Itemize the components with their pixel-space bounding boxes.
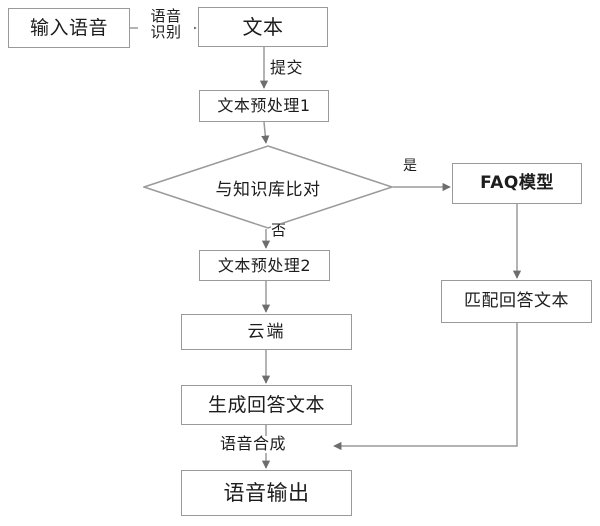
- node-text[interactable]: 文本: [198, 7, 328, 47]
- node-match-answer[interactable]: 匹配回答文本: [441, 280, 592, 323]
- edge-label-yes: 是: [403, 158, 418, 174]
- edge-label-speech-recognition: 语音 识别: [138, 7, 194, 41]
- node-input-voice[interactable]: 输入语音: [8, 8, 130, 48]
- node-preprocess-1-label: 文本预处理1: [217, 96, 311, 115]
- node-input-voice-label: 输入语音: [29, 16, 108, 39]
- node-text-label: 文本: [242, 15, 284, 39]
- node-voice-output-label: 语音输出: [223, 480, 310, 505]
- node-faq-model[interactable]: FAQ模型: [452, 163, 582, 204]
- edge-preprocess-1-to-compare: [261, 121, 270, 144]
- edge-label-speech-recognition-line1: 语音: [150, 7, 182, 25]
- edge-label-speech-recognition-line2: 识别: [150, 22, 182, 41]
- node-preprocess-1[interactable]: 文本预处理1: [199, 90, 329, 122]
- node-preprocess-2[interactable]: 文本预处理2: [199, 250, 330, 281]
- node-voice-output[interactable]: 语音输出: [181, 470, 352, 516]
- edge-match-answer-to-output: [333, 323, 518, 451]
- node-generate-answer[interactable]: 生成回答文本: [181, 385, 352, 425]
- edge-label-speech-synthesis: 语音合成: [220, 434, 287, 453]
- node-preprocess-2-label: 文本预处理2: [217, 255, 312, 275]
- node-cloud[interactable]: 云端: [181, 314, 352, 350]
- node-generate-answer-label: 生成回答文本: [207, 393, 325, 416]
- node-compare-kb-label: 与知识库比对: [215, 179, 321, 200]
- diamond-shape: [143, 145, 393, 229]
- node-faq-model-label: FAQ模型: [480, 173, 554, 193]
- node-compare-kb-label-wrap: 与知识库比对: [143, 145, 393, 229]
- node-match-answer-label: 匹配回答文本: [464, 291, 569, 311]
- node-compare-kb[interactable]: 与知识库比对: [143, 145, 393, 229]
- node-cloud-label: 云端: [247, 321, 286, 342]
- edge-label-submit: 提交: [270, 58, 304, 77]
- edge-label-no: 否: [271, 221, 287, 239]
